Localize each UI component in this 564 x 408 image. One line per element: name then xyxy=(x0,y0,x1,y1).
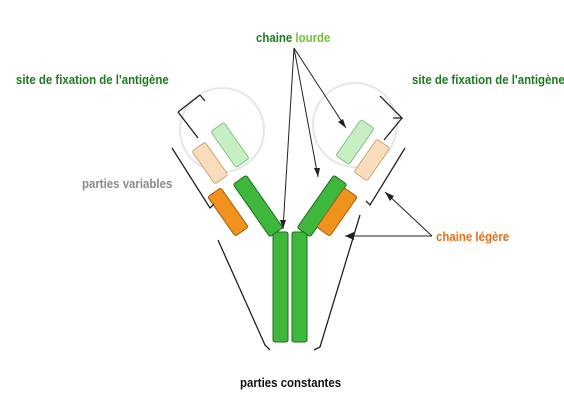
light-chain-label: chaine légère xyxy=(436,229,509,245)
light-chain-constant-left xyxy=(207,188,249,236)
light-chain-label-word2: légère xyxy=(475,229,510,244)
variable-parts-label: parties variables xyxy=(82,176,173,191)
light-chain-variable-right xyxy=(354,139,390,181)
heavy-chain-variable-left xyxy=(211,122,249,168)
heavy-chain-pointer-3 xyxy=(282,47,295,230)
antigen-site-label-left: site de fixation de l'antigène xyxy=(16,72,169,87)
light-chain-arrowhead-2 xyxy=(345,232,354,240)
heavy-chain-pointer-2 xyxy=(293,47,319,178)
heavy-chain-arrowhead-3 xyxy=(280,220,286,229)
heavy-chain-constant-right xyxy=(291,231,308,343)
light-chain-label-word1: chaine xyxy=(436,229,473,244)
variable-region-bracket-right xyxy=(365,147,406,207)
light-chain-arrowhead-1 xyxy=(385,192,394,201)
heavy-chain-constant-left xyxy=(272,231,289,343)
constant-parts-label: parties constantes xyxy=(240,375,342,390)
heavy-chain-variable-right xyxy=(336,119,374,165)
antigen-site-label-right: site de fixation de l'antigène xyxy=(412,72,564,87)
light-chain-pointer-1 xyxy=(384,191,433,237)
heavy-chain-pointer-1 xyxy=(293,47,347,129)
constant-region-bracket xyxy=(217,214,361,351)
heavy-chain-arrowhead-1 xyxy=(338,119,346,128)
variable-region-bracket-left xyxy=(171,147,215,210)
light-chain-constant-right xyxy=(316,188,358,236)
heavy-chain-constant-arm-left xyxy=(233,175,283,237)
antigen-site-bracket-right xyxy=(379,95,404,141)
heavy-chain-label-word2: lourde xyxy=(295,30,331,45)
antigen-site-bracket-left xyxy=(177,94,206,139)
heavy-chain-label: chaine lourde xyxy=(256,30,330,46)
heavy-chain-label-word1: chaine xyxy=(256,30,293,45)
heavy-chain-arrowhead-2 xyxy=(314,168,320,177)
light-chain-variable-left xyxy=(192,142,228,184)
